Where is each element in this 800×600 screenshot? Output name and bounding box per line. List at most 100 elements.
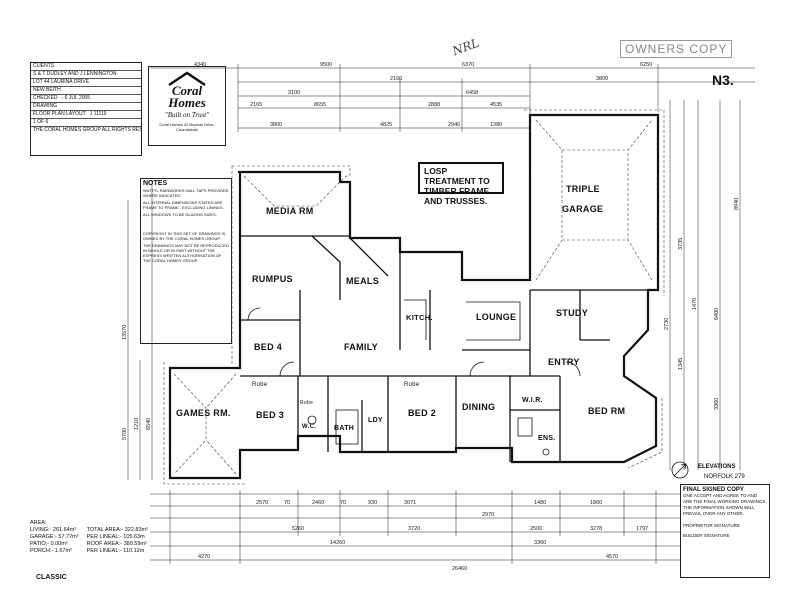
logo-address: Coral Homes 42 Bryants Drive, Coombabah bbox=[159, 122, 215, 132]
bathtub bbox=[335, 409, 359, 445]
dim-label: 70 bbox=[340, 500, 346, 506]
elevations-label: ELEVATIONS bbox=[698, 464, 736, 470]
dim-label: 1470 bbox=[692, 298, 698, 310]
room-bed-rm: BED RM bbox=[588, 406, 625, 416]
north-arrow-icon bbox=[671, 461, 689, 479]
dim-label: 2888 bbox=[428, 102, 440, 108]
dim-label: 8940 bbox=[734, 198, 740, 210]
room-entry: ENTRY bbox=[548, 357, 580, 367]
toilet bbox=[307, 415, 317, 425]
door-swing bbox=[565, 361, 581, 377]
copyright: THE CORAL HOMES GROUP ALL RIGHTS RESERVE… bbox=[33, 127, 141, 133]
area-roof: ROOF AREA:- 380.59m² bbox=[86, 541, 147, 547]
dim-label: 3100 bbox=[288, 90, 300, 96]
door-swing bbox=[279, 361, 295, 377]
proprietor-signature-label: PROPRIETOR SIGNATURE bbox=[683, 523, 740, 528]
dim-label: 5260 bbox=[292, 526, 304, 532]
kitchen-bench bbox=[466, 301, 521, 341]
shower bbox=[517, 417, 533, 437]
note-line: WATTYL RAINWORKS HALL TAPS PROVIDED WHER… bbox=[143, 188, 229, 198]
dim-label: 4270 bbox=[198, 554, 210, 560]
room-games: GAMES RM. bbox=[176, 408, 231, 418]
door-swing bbox=[247, 307, 261, 321]
dim-label: 1480 bbox=[534, 500, 546, 506]
dim-label: 8655 bbox=[314, 102, 326, 108]
hip-line bbox=[173, 373, 207, 475]
title-block: CLIENTS S & T DUDLEY AND J LENNINGTON LO… bbox=[30, 62, 142, 156]
dim-label: 3278 bbox=[590, 526, 602, 532]
dim-label: 1797 bbox=[636, 526, 648, 532]
room-wc: W.C. bbox=[302, 424, 316, 430]
dim-label: 3360 bbox=[534, 540, 546, 546]
dim-label: 1210 bbox=[134, 418, 140, 430]
drawing-label: DRAWING bbox=[31, 103, 141, 111]
wall bbox=[349, 237, 389, 277]
room-meals: MEALS bbox=[346, 276, 379, 286]
dim-label: 14260 bbox=[330, 540, 345, 546]
eave-line bbox=[627, 398, 663, 469]
dim-overall-bottom: 26460 bbox=[452, 566, 467, 572]
final-body: ONE ACCEPT AND AGREE TO AND ARE THE FINA… bbox=[683, 493, 767, 516]
dim-label: 70 bbox=[284, 500, 290, 506]
dim-label: 2730 bbox=[664, 318, 670, 330]
note-line: COPYRIGHT IN THIS SET OF DRAWINGS IS OWN… bbox=[143, 231, 226, 241]
model-name: NORFOLK 279 bbox=[704, 474, 745, 480]
room-dining: DINING bbox=[462, 402, 495, 412]
area-heading: AREA: bbox=[30, 520, 47, 526]
dim-label: 1380 bbox=[490, 122, 502, 128]
suburb: NEW BEITH bbox=[31, 87, 141, 95]
losp-treatment-note: LOSP TREATMENT TO TIMBER FRAME AND TRUSS… bbox=[418, 162, 504, 206]
owners-copy-stamp: OWNERS COPY bbox=[620, 40, 733, 58]
area-schedule: AREA: LIVING:- 261.64m² GARAGE:- 57.77m²… bbox=[30, 520, 170, 555]
dim-label: 6250 bbox=[640, 62, 652, 68]
room-media: MEDIA RM bbox=[266, 206, 314, 216]
room-bed4: BED 4 bbox=[254, 342, 282, 352]
room-bath: BATH bbox=[334, 425, 354, 432]
dim-label: 2940 bbox=[448, 122, 460, 128]
dim-label: 2460 bbox=[312, 500, 324, 506]
area-total: TOTAL AREA:- 322.83m² bbox=[86, 527, 148, 533]
dim-label: 6370 bbox=[462, 62, 474, 68]
room-bed3: BED 3 bbox=[256, 410, 284, 420]
room-kitch: KITCH. bbox=[406, 313, 433, 322]
dim-label: 4570 bbox=[606, 554, 618, 560]
dim-label: 3720 bbox=[408, 526, 420, 532]
room-robe: Robe bbox=[300, 400, 313, 406]
sheet-number: 1 OF 6 bbox=[31, 119, 141, 127]
notes-heading: NOTES bbox=[143, 180, 168, 187]
room-robe: Robe bbox=[404, 382, 420, 388]
note-line: ALL INTERNAL DIMENSIONS STATED ARE FRAME… bbox=[143, 200, 224, 210]
area-porch: PORCH:- 1.67m² bbox=[30, 548, 72, 554]
dim-label: 2570 bbox=[256, 500, 268, 506]
dim-label: 3360 bbox=[714, 398, 720, 410]
hip-line bbox=[535, 239, 653, 281]
eave-line bbox=[232, 165, 351, 177]
logo-tagline: "Built on Trust" bbox=[164, 111, 210, 119]
facade-name: CLASSIC bbox=[36, 574, 67, 581]
dim-label: 3071 bbox=[404, 500, 416, 506]
door-swing bbox=[469, 361, 485, 377]
room-ldy: LDY bbox=[368, 417, 383, 424]
house-roof-icon bbox=[168, 71, 206, 87]
room-triple-garage-line2: GARAGE bbox=[562, 204, 603, 214]
room-triple-garage-line1: TRIPLE bbox=[566, 184, 600, 194]
dim-label: 4825 bbox=[380, 122, 392, 128]
eave-line bbox=[524, 109, 665, 296]
area-per-lineal-2: PER LINEAL:- 110.12m bbox=[86, 548, 145, 554]
sheet-code: N3. bbox=[712, 72, 734, 88]
hip-line bbox=[561, 150, 629, 241]
outer-wall bbox=[168, 113, 660, 480]
kitchen-island bbox=[404, 299, 427, 340]
dim-label: 6540 bbox=[146, 418, 152, 430]
note-line: THE DRAWINGS MAY NOT BE REPRODUCED IN WH… bbox=[143, 243, 229, 263]
dim-label: 9500 bbox=[320, 62, 332, 68]
room-bed2: BED 2 bbox=[408, 408, 436, 418]
basin bbox=[542, 448, 550, 456]
hip-line bbox=[535, 119, 653, 151]
dim-label: 930 bbox=[368, 500, 377, 506]
dim-label: 6458 bbox=[466, 90, 478, 96]
dim-label: 2165 bbox=[250, 102, 262, 108]
builder-signature-label: BUILDER SIGNATURE bbox=[683, 533, 730, 538]
